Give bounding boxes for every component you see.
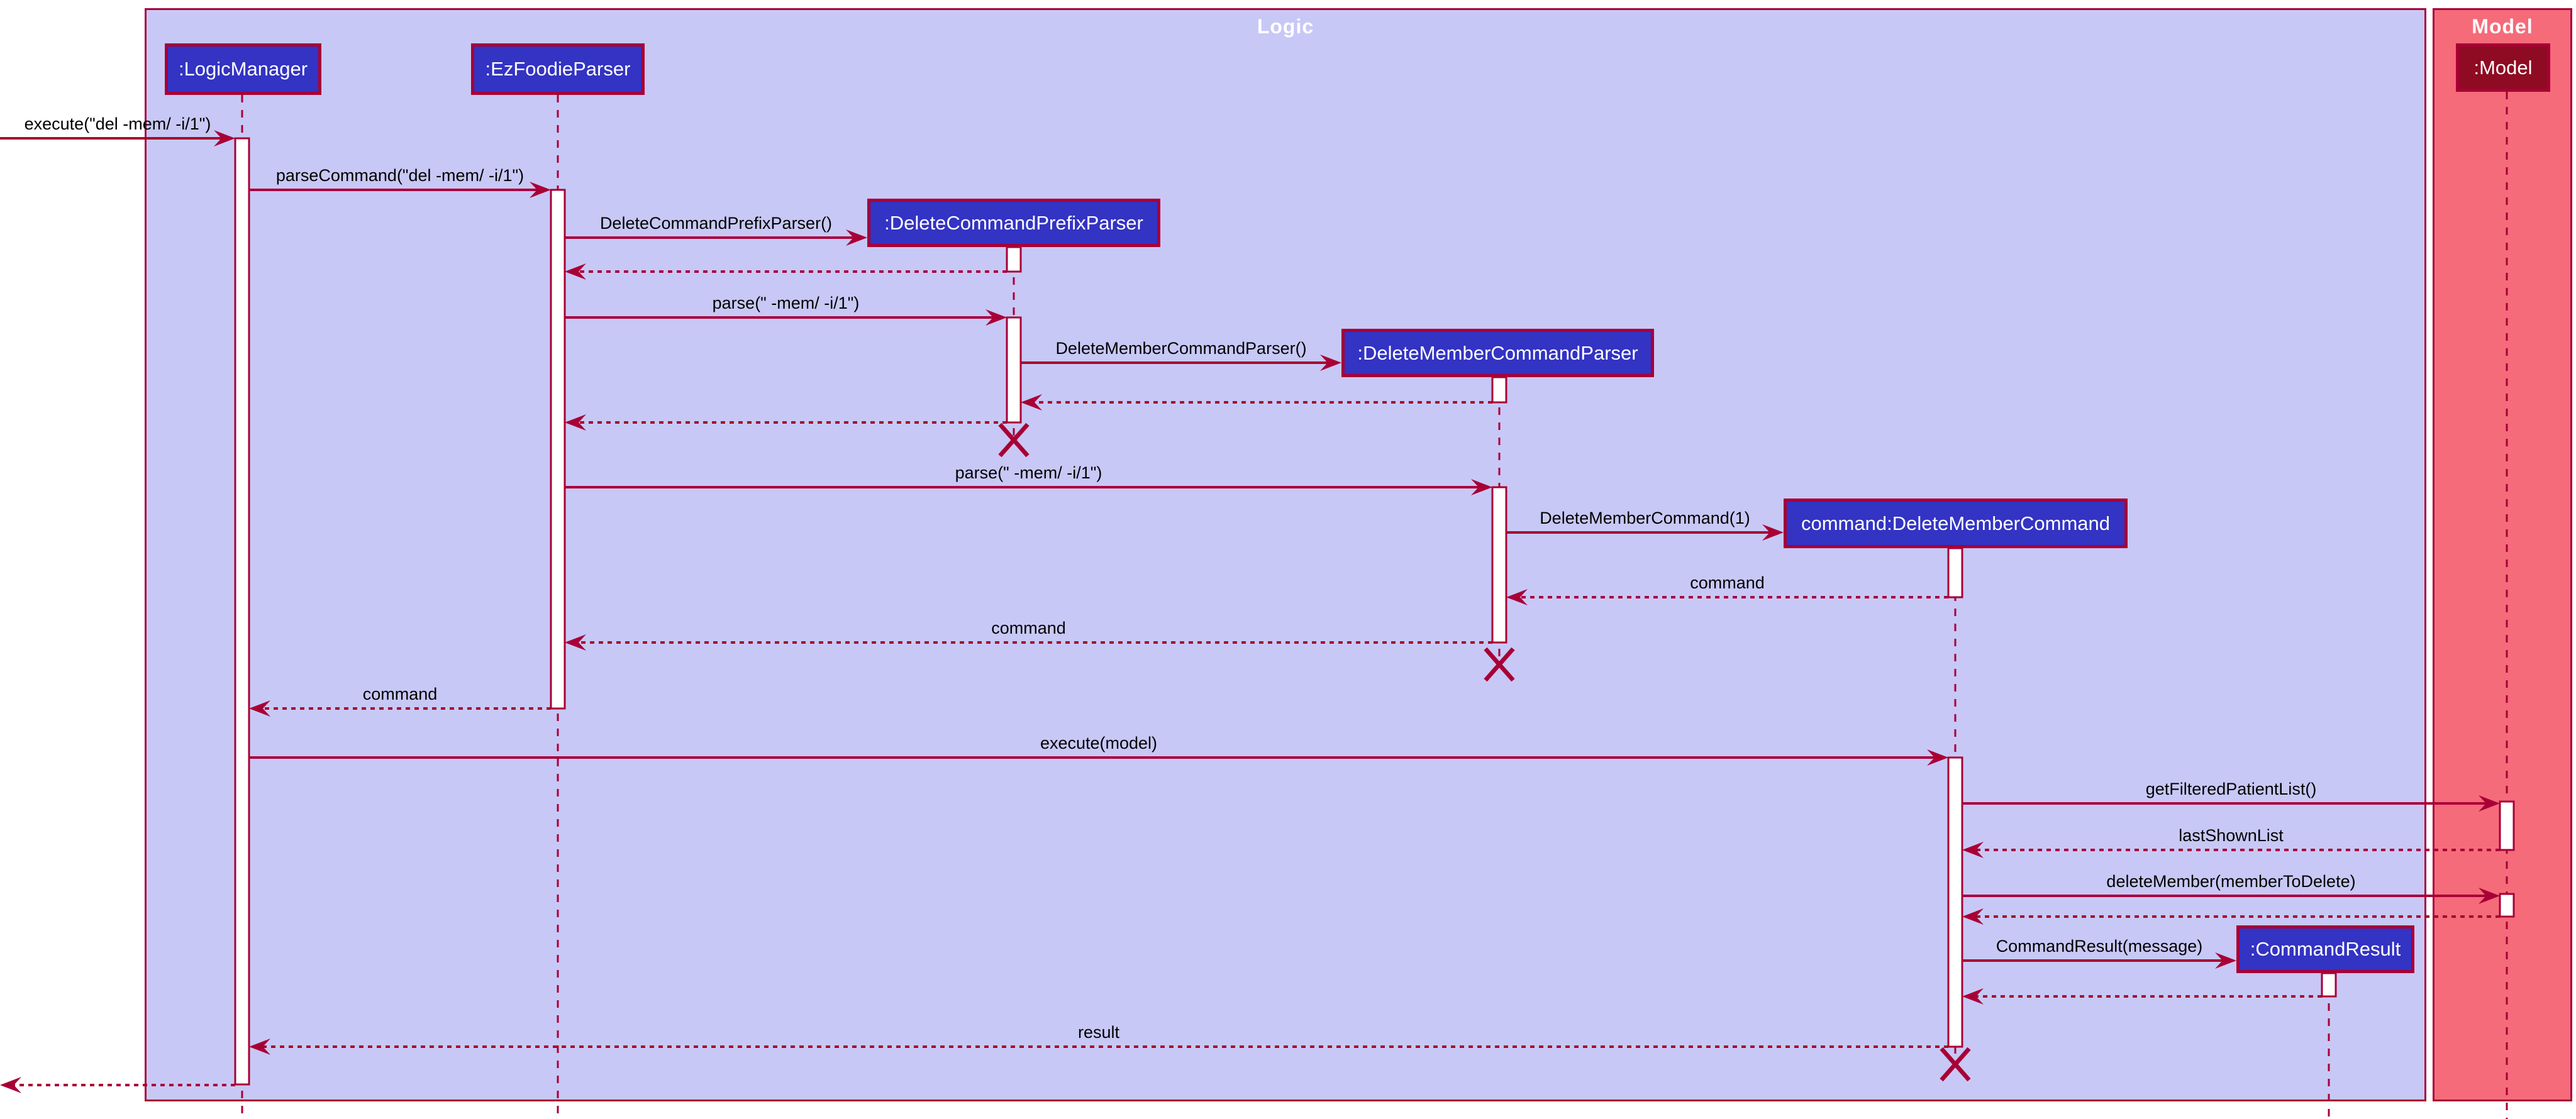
destroy-x-icon xyxy=(1940,1047,1971,1082)
arrowhead-icon xyxy=(985,309,1007,326)
frame-title-logic: Logic xyxy=(1257,15,1314,38)
return-arrowhead-icon xyxy=(249,1039,270,1055)
return-arrowhead-icon xyxy=(565,634,586,651)
message-label: parseCommand("del -mem/ -i/1") xyxy=(275,166,525,185)
participant-commandresult: :CommandResult xyxy=(2236,925,2414,973)
arrowhead-icon xyxy=(214,130,235,146)
participant-logicmanager: :LogicManager xyxy=(165,43,321,95)
participant-command-deletemembercommand: command:DeleteMemberCommand xyxy=(1784,499,2128,548)
model-frame: Model xyxy=(2433,8,2572,1101)
message-label: lastShownList xyxy=(2179,826,2284,845)
return-arrowhead-icon xyxy=(1506,589,1528,605)
message-label: CommandResult(message) xyxy=(1996,937,2203,956)
return-arrowhead-icon xyxy=(1962,908,1984,925)
return-arrowhead-icon xyxy=(0,1077,21,1093)
arrowhead-icon xyxy=(2479,888,2500,904)
return-arrowhead-icon xyxy=(565,414,586,431)
message-label: command xyxy=(991,619,1066,637)
message-label: DeleteMemberCommand(1) xyxy=(1540,509,1750,527)
return-arrowhead-icon xyxy=(1962,988,1984,1005)
destroy-x-icon xyxy=(998,422,1030,458)
activation-bar xyxy=(1491,486,1507,644)
arrowhead-icon xyxy=(1320,355,1341,371)
return-arrowhead-icon xyxy=(1962,842,1984,858)
activation-bar xyxy=(2321,972,2337,998)
participant-deletecommandprefixparser: :DeleteCommandPrefixParser xyxy=(867,199,1160,247)
arrowhead-icon xyxy=(1471,479,1492,495)
frame-title-model: Model xyxy=(2472,15,2533,38)
message-label: DeleteCommandPrefixParser() xyxy=(599,214,833,233)
activation-bar xyxy=(550,189,566,710)
participant-deletemembercommandparser: :DeleteMemberCommandParser xyxy=(1341,329,1654,377)
message-label: result xyxy=(1077,1023,1120,1042)
message-label: parse(" -mem/ -i/1") xyxy=(712,294,860,312)
activation-bar xyxy=(2499,800,2515,851)
activation-bar xyxy=(234,137,250,1086)
message-label: execute(model) xyxy=(1040,734,1158,752)
arrowhead-icon xyxy=(530,182,551,198)
return-arrowhead-icon xyxy=(1021,394,1042,411)
arrowhead-icon xyxy=(846,229,867,246)
message-label: command xyxy=(362,685,438,703)
arrowhead-icon xyxy=(1762,524,1784,541)
arrowhead-icon xyxy=(2479,795,2500,812)
participant-model: :Model xyxy=(2456,43,2550,92)
message-label: getFilteredPatientList() xyxy=(2145,780,2317,798)
destroy-x-icon xyxy=(1484,647,1515,682)
arrowhead-icon xyxy=(1927,749,1948,766)
message-label: parse(" -mem/ -i/1") xyxy=(955,463,1102,482)
message-label: deleteMember(memberToDelete) xyxy=(2106,872,2356,891)
activation-bar xyxy=(1006,246,1022,273)
activation-bar xyxy=(1947,547,1963,598)
arrowhead-icon xyxy=(2215,952,2236,969)
return-arrowhead-icon xyxy=(565,263,586,280)
activation-bar xyxy=(1947,756,1963,1048)
participant-ezfoodieparser: :EzFoodieParser xyxy=(471,43,645,95)
message-label: execute("del -mem/ -i/1") xyxy=(24,114,211,133)
return-arrowhead-icon xyxy=(249,700,270,717)
activation-bar xyxy=(1006,316,1022,424)
message-label: DeleteMemberCommandParser() xyxy=(1055,339,1307,358)
activation-bar xyxy=(1491,376,1507,404)
message-label: command xyxy=(1690,573,1765,592)
activation-bar xyxy=(2499,893,2515,918)
